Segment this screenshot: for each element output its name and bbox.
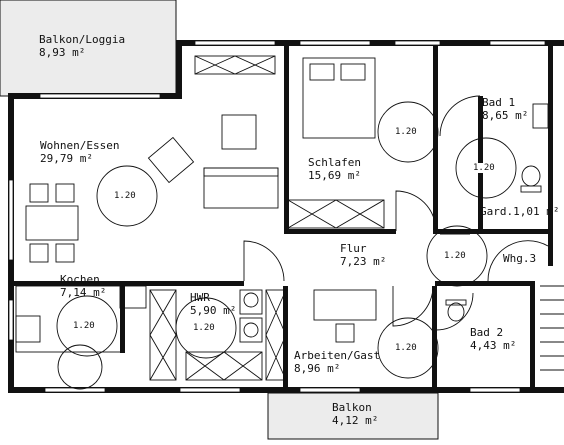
turning-circle-label: 1.20 (192, 323, 216, 333)
turning-circle-label: 1.20 (113, 191, 137, 201)
balcony-loggia-slab (0, 0, 177, 97)
turning-circle-label: 1.20 (394, 343, 418, 353)
doors (243, 95, 549, 331)
furniture (15, 55, 564, 381)
turning-circle-label: 1.20 (472, 163, 496, 173)
turning-circle-label: 1.20 (394, 127, 418, 137)
turning-circles (56, 101, 517, 390)
neighbour-unit-label: Whg.3 (503, 252, 537, 265)
turning-circle-label: 1.20 (72, 321, 96, 331)
turning-circle-label: 1.20 (443, 251, 467, 261)
balcony-slab (267, 392, 439, 440)
room-gard: Gard.1,01 m² (480, 205, 560, 218)
windows (8, 40, 546, 393)
